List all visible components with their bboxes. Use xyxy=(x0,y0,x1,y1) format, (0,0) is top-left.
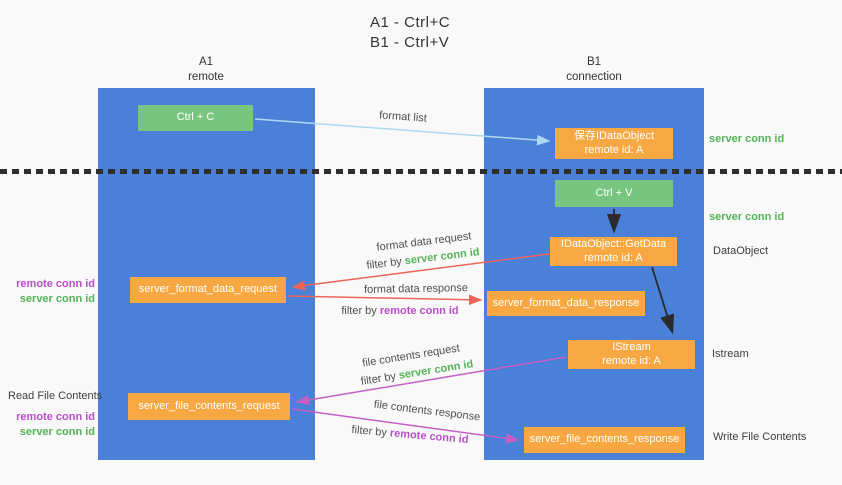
node-server-file-contents-request: server_file_contents_request xyxy=(128,393,290,420)
node-server-format-data-request: server_format_data_request xyxy=(130,277,286,303)
side-label-server-conn-id-1: server conn id xyxy=(19,293,95,305)
node-server-file-contents-response: server_file_contents_response xyxy=(524,427,685,453)
remote-conn-id-text: remote conn id xyxy=(379,305,459,317)
server-conn-id-text: server conn id xyxy=(404,246,481,268)
node-ctrl-v: Ctrl + V xyxy=(555,180,673,207)
side-label-dataobject: DataObject xyxy=(713,245,769,257)
node-idataobject-getdata-line2: remote id: A xyxy=(584,251,643,264)
filter-by-text: filter by xyxy=(351,423,388,439)
title-line-2: B1 - Ctrl+V xyxy=(370,34,450,51)
side-label-read-file-contents: Read File Contents xyxy=(8,390,103,402)
side-label-istream: Istream xyxy=(712,348,749,360)
filter-by-text: filter by xyxy=(341,305,377,317)
title-line-1: A1 - Ctrl+C xyxy=(370,14,451,31)
edge-label-file-contents-response: file contents response xyxy=(373,398,481,424)
node-idataobject-getdata-line1: IDataObject::GetData xyxy=(560,238,667,250)
machine-boundary-dotted-line xyxy=(0,169,842,174)
side-label-remote-conn-id-2: remote conn id xyxy=(16,411,95,423)
diagram-title: A1 - Ctrl+C B1 - Ctrl+V xyxy=(370,13,450,53)
side-label-remote-conn-id-1: remote conn id xyxy=(16,278,95,290)
lane-b1-header: B1 connection xyxy=(514,55,674,85)
node-server-format-data-response-label: server_format_data_response xyxy=(492,296,640,309)
side-label-server-conn-id-2: server conn id xyxy=(19,426,95,438)
arrow-format-data-response xyxy=(287,294,483,306)
node-save-idataobject: 保存IDataObject remote id: A xyxy=(555,128,673,159)
node-server-file-contents-response-label: server_file_contents_response xyxy=(529,433,680,446)
edge-label-format-list: format list xyxy=(378,109,428,125)
node-ctrl-v-label: Ctrl + V xyxy=(595,186,633,199)
node-server-file-contents-request-label: server_file_contents_request xyxy=(138,399,280,412)
node-save-idataobject-line1: 保存IDataObject xyxy=(573,130,655,142)
lane-a1-subtitle: remote xyxy=(188,71,224,83)
side-label-server-conn-id-top: server conn id xyxy=(709,133,785,145)
filter-by-text: filter by xyxy=(359,370,397,388)
node-istream-line2: remote id: A xyxy=(602,354,661,367)
side-label-server-conn-id-mid: server conn id xyxy=(709,211,785,223)
edge-label-format-data-response: format data response xyxy=(363,282,469,296)
lane-b1-title: B1 xyxy=(586,56,602,68)
node-server-format-data-response: server_format_data_response xyxy=(487,291,645,316)
node-ctrl-c-label: Ctrl + C xyxy=(176,111,215,124)
lane-a1-title: A1 xyxy=(198,56,214,68)
node-istream-line1: IStream xyxy=(612,341,651,353)
node-istream: IStream remote id: A xyxy=(568,340,695,369)
node-server-format-data-request-label: server_format_data_request xyxy=(138,283,278,296)
remote-conn-id-text: remote conn id xyxy=(389,427,469,447)
side-label-conn-ids-upper: remote conn id server conn id xyxy=(0,277,95,307)
node-save-idataobject-line2: remote id: A xyxy=(584,143,644,156)
lane-b1-subtitle: connection xyxy=(566,71,622,83)
side-label-conn-ids-lower: remote conn id server conn id xyxy=(0,410,95,440)
side-label-write-file-contents: Write File Contents xyxy=(713,431,807,443)
node-ctrl-c: Ctrl + C xyxy=(138,105,253,131)
node-idataobject-getdata: IDataObject::GetData remote id: A xyxy=(550,237,677,266)
filter-by-text: filter by xyxy=(365,255,403,272)
lane-a1-header: A1 remote xyxy=(126,55,286,85)
